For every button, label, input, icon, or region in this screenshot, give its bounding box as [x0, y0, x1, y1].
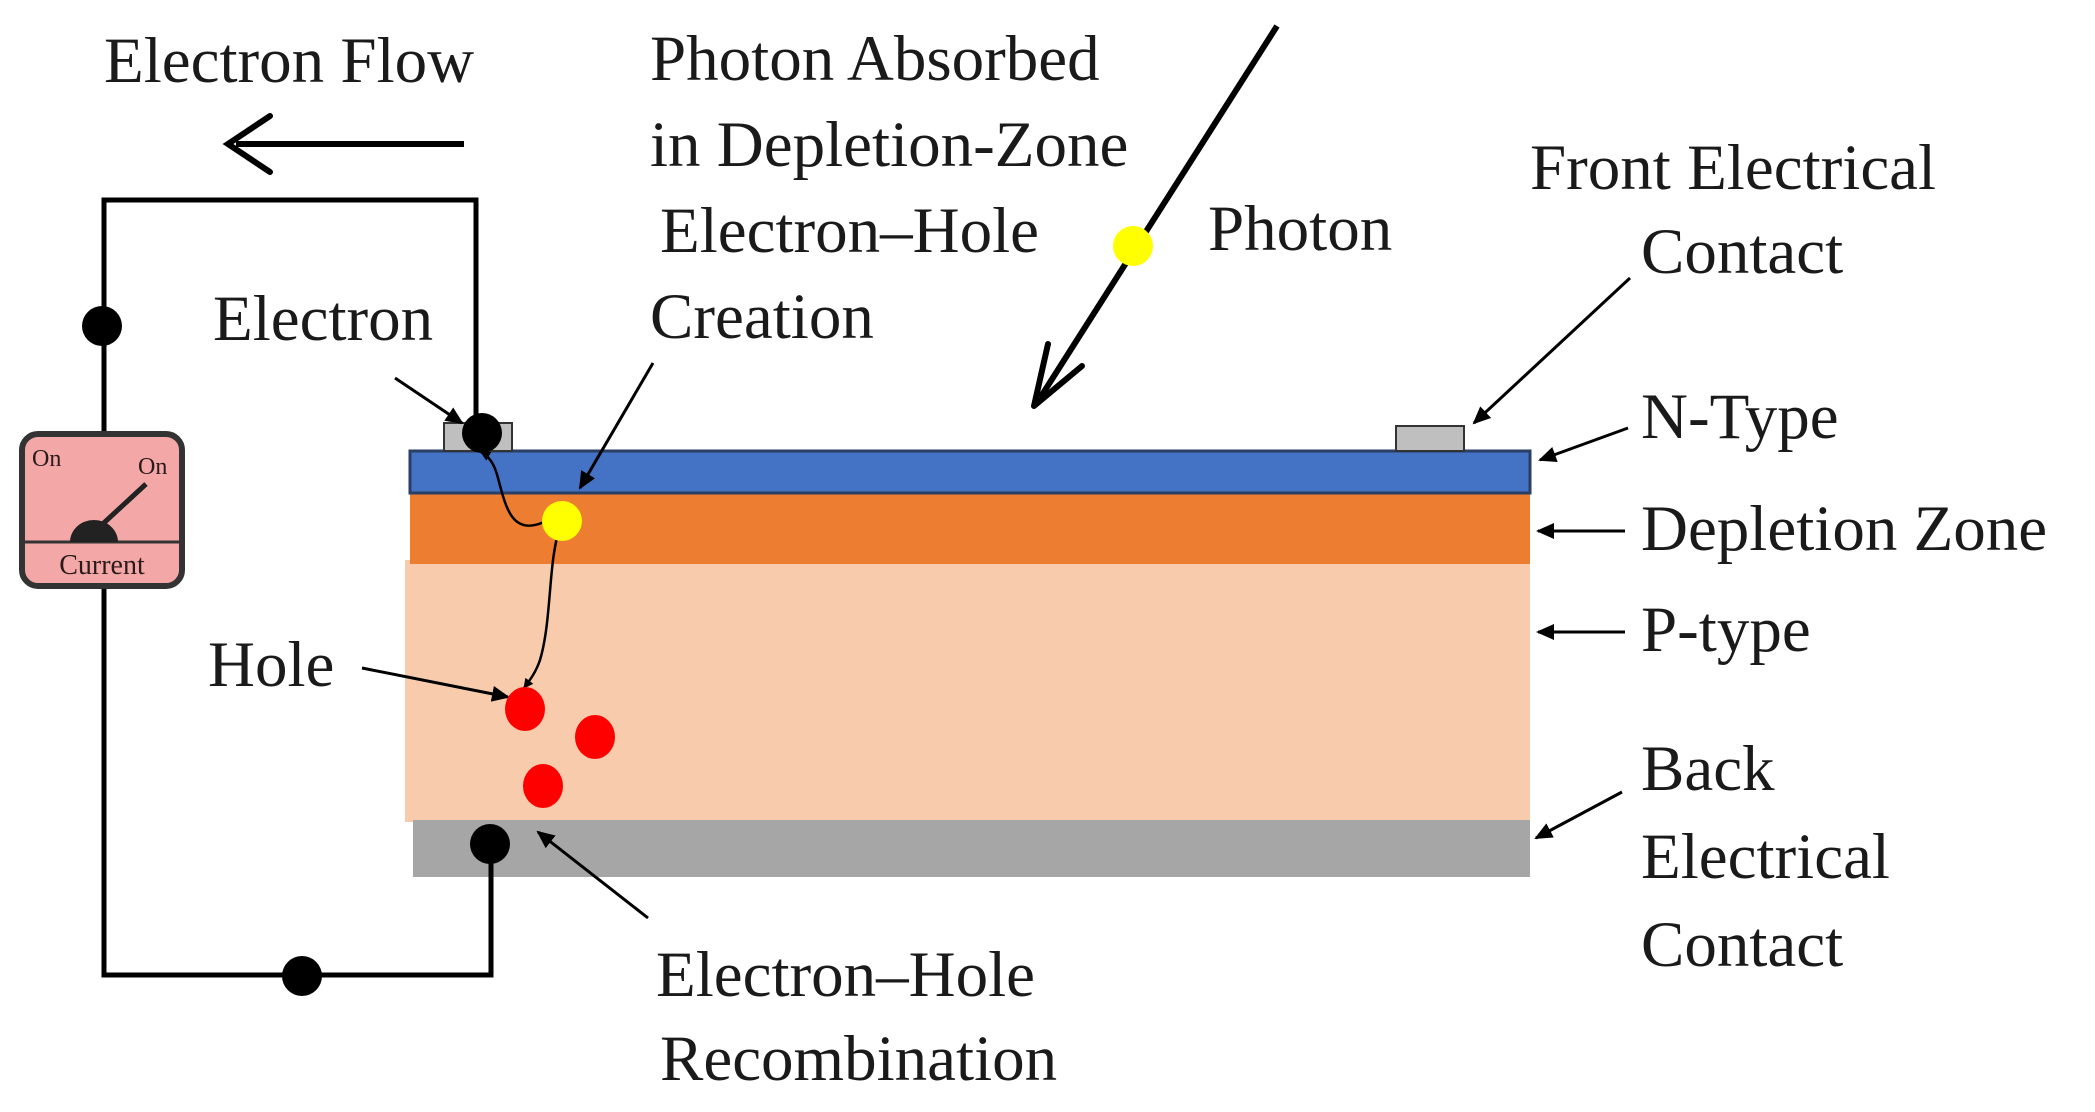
- hole-particle: [575, 715, 615, 759]
- meter-body: [19, 431, 185, 589]
- recombination-pointer: [536, 830, 649, 920]
- meter-current-label: Current: [59, 550, 145, 581]
- pointer-arrows: [361, 276, 1632, 920]
- electron-path: [480, 450, 545, 527]
- photon-absorbed-line-4: Creation: [650, 281, 874, 353]
- current-meter: On On Current: [19, 431, 185, 589]
- hole-label: Hole: [208, 629, 334, 701]
- photon-ray: [1031, 24, 1280, 409]
- electron-at-front-contact: [462, 413, 502, 453]
- wire-electron-dot: [282, 956, 322, 996]
- front-contact-label-line-2: Contact: [1641, 216, 1843, 288]
- electron-flow-label: Electron Flow: [104, 25, 474, 97]
- meter-on-left-label: On: [32, 446, 61, 472]
- recombination-label-line-2: Recombination: [660, 1023, 1057, 1095]
- wire-electron-dot: [82, 306, 122, 346]
- back-contact-label-line-2: Electrical: [1641, 821, 1890, 893]
- back-electrical-contact-layer: [413, 820, 1530, 877]
- incoming-photon-particle: [1113, 226, 1153, 266]
- meter-on-right-label: On: [138, 454, 167, 480]
- n-type-pointer: [1538, 426, 1629, 463]
- hole-pointer: [361, 666, 510, 702]
- recombination-label-line-1: Electron–Hole: [656, 939, 1035, 1011]
- photon-label: Photon: [1208, 193, 1392, 265]
- back-contact-label-line-1: Back: [1641, 733, 1775, 805]
- electron-label: Electron: [213, 283, 433, 355]
- back-contact-pointer: [1534, 790, 1623, 840]
- photon-absorbed-line-2: in Depletion-Zone: [650, 109, 1128, 181]
- electron-pointer: [394, 376, 464, 425]
- n-type-layer: [408, 449, 1532, 495]
- hole-particle: [505, 687, 545, 731]
- depletion-zone-label: Depletion Zone: [1641, 493, 2047, 565]
- carrier-paths: [480, 450, 562, 689]
- hole-path: [522, 527, 562, 689]
- p-type-layer: [405, 560, 1530, 822]
- back-contact-label-line-3: Contact: [1641, 909, 1843, 981]
- photon-absorbed-line-1: Photon Absorbed: [650, 23, 1100, 95]
- p-type-label: P-type: [1641, 594, 1811, 666]
- depletion-zone-layer: [410, 492, 1530, 564]
- front-contact-pointer: [1472, 276, 1632, 425]
- photon-absorbed-line-3: Electron–Hole: [660, 195, 1039, 267]
- front-contact-label-line-1: Front Electrical: [1530, 132, 1936, 204]
- meter-needle: [92, 482, 148, 534]
- electron-at-back-contact: [470, 824, 510, 864]
- front-contact-right: [1395, 425, 1465, 452]
- n-type-label: N-Type: [1641, 381, 1839, 453]
- absorbed-photon-particle: [542, 501, 582, 541]
- hole-particle: [523, 764, 563, 808]
- electron-flow-arrow: [222, 113, 464, 175]
- solar-cell-layers: [405, 422, 1532, 877]
- creation-pointer: [578, 362, 655, 490]
